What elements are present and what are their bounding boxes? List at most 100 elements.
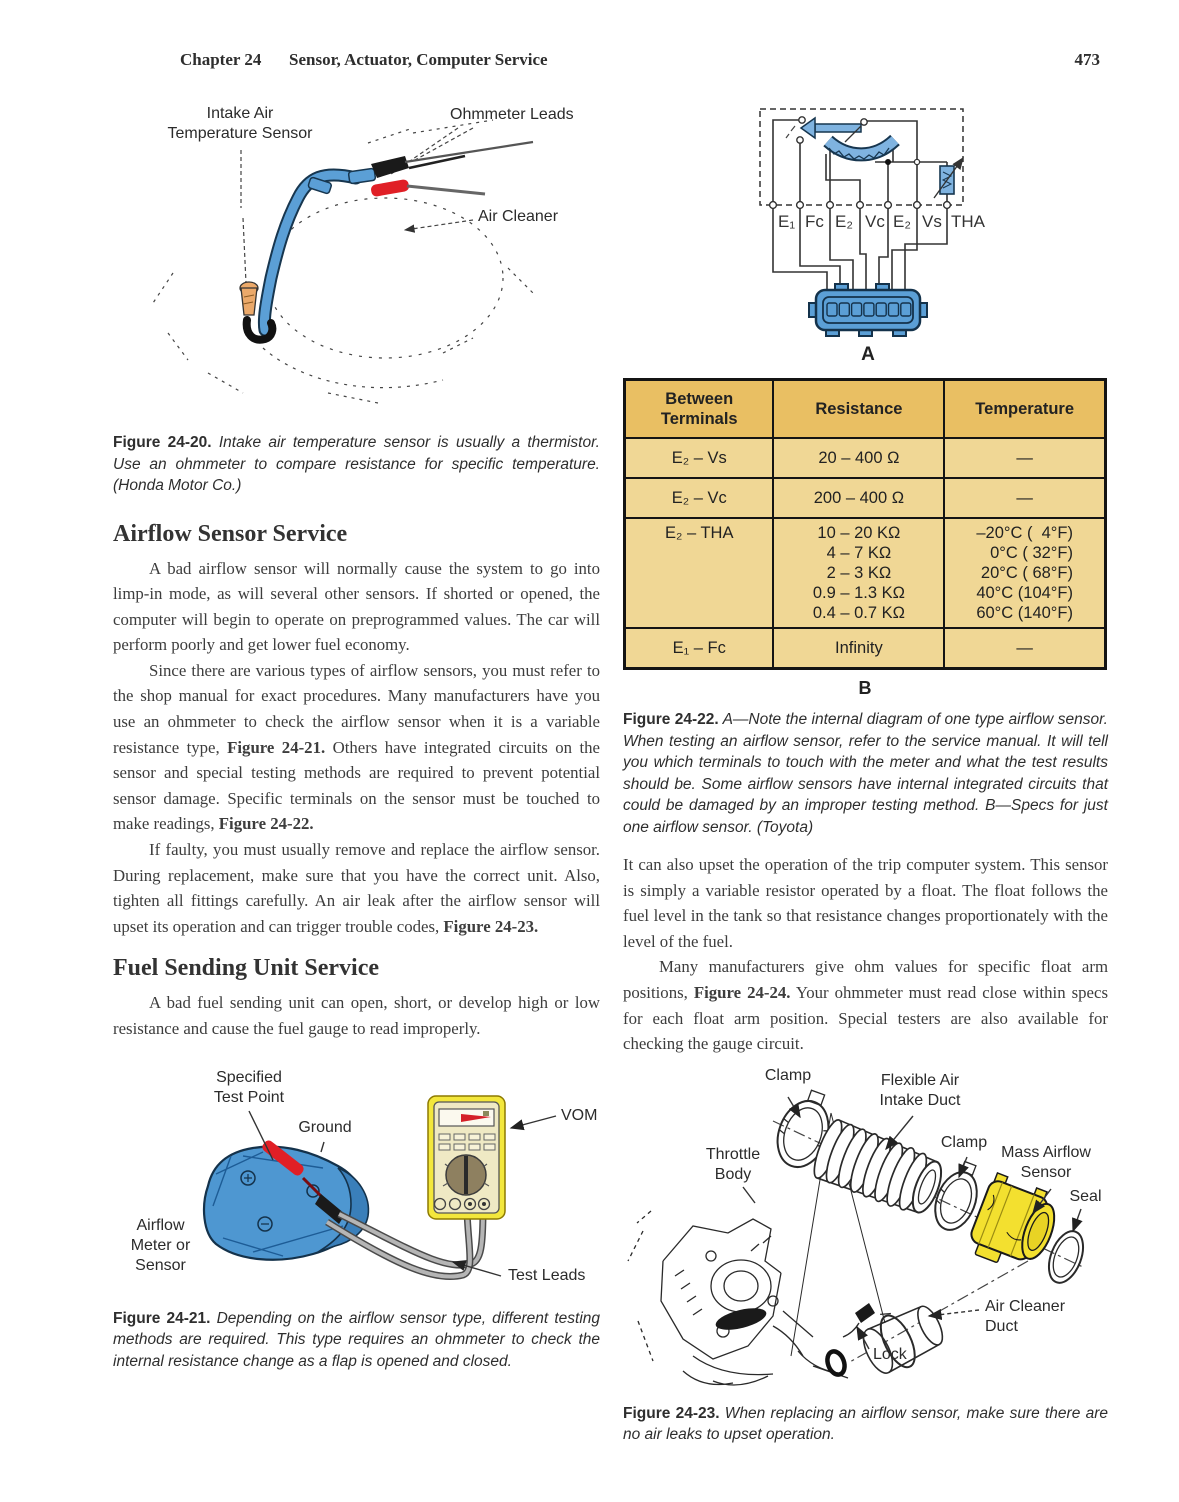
right-column: E₁ Fc E₂ Vc E₂ Vs THA: [623, 0, 1108, 1446]
figure-24-20-caption: Figure 24-20. Intake air temperature sen…: [113, 434, 600, 494]
test-leads-label: Test Leads: [508, 1266, 586, 1284]
throttle-body-label: Throttle Body: [705, 1145, 761, 1183]
clamp2-arrow: [958, 1156, 969, 1179]
vom-buttons: [438, 1133, 496, 1151]
potentiometer: [823, 134, 900, 162]
section-heading-airflow: Airflow Sensor Service: [113, 520, 348, 547]
switch: [785, 116, 806, 144]
cell-temperature: —: [943, 477, 1107, 519]
ground-label: Ground: [298, 1118, 352, 1136]
throttle-leader: [742, 1186, 756, 1204]
intake-air-sensor-illustration: [152, 119, 534, 404]
terminal-label: Vc: [865, 212, 885, 231]
vom-needle: [461, 1113, 491, 1122]
paragraph: Since there are various types of airflow…: [113, 660, 601, 834]
caption-number: Figure 24-20.: [113, 434, 212, 451]
air-cleaner-duct: [862, 1305, 944, 1374]
air-cleaner-outline: [266, 197, 504, 359]
mass-airflow-exploded-view: [627, 1089, 1086, 1386]
airflow-sensor-circuit-diagram: E₁ Fc E₂ Vc E₂ Vs THA: [759, 108, 986, 365]
table-header-row: Between Terminals Resistance Temperature: [623, 378, 1107, 439]
page-number: 473: [1074, 50, 1101, 69]
clamp1-arrow: [787, 1096, 801, 1118]
sensor-hose: [259, 170, 361, 335]
ohmmeter-leads-label: Ohmmeter Leads: [450, 106, 574, 123]
terminal-label: Vs: [922, 212, 942, 231]
paragraph: It can also upset the operation of the t…: [623, 855, 1108, 951]
flap-arrow: [799, 116, 868, 154]
cell-resistance: 20 – 400 Ω: [772, 437, 946, 479]
terminal-label: THA: [951, 212, 986, 231]
airflow-meter-vom-illustration: [202, 1094, 557, 1280]
chapter-title: Sensor, Actuator, Computer Service: [289, 50, 548, 69]
cell-resistance: 10 – 20 KΩ 4 – 7 KΩ 2 – 3 KΩ 0.9 – 1.3 K…: [812, 524, 905, 622]
mass-airflow-sensor: [970, 1171, 1056, 1263]
vom-meter: [427, 1094, 506, 1220]
airflow-meter-label: Airflow Meter or Sensor: [130, 1216, 191, 1274]
section-heading-fuel: Fuel Sending Unit Service: [113, 955, 380, 982]
caption-number: Figure 24-23.: [623, 1404, 720, 1422]
cell-temperature: —: [943, 627, 1107, 670]
subfigure-b-label: B: [858, 678, 872, 698]
clamp2-label: Clamp: [940, 1133, 988, 1151]
black-ohmmeter-clip: [371, 140, 534, 178]
paragraph: A bad airflow sensor will normally cause…: [113, 558, 600, 655]
table-row: E₂ – Vc 200 – 400 Ω —: [623, 477, 1107, 519]
red-test-probe: [262, 1140, 304, 1176]
cell-temperature: —: [943, 437, 1107, 479]
col-header-between-terminals: Between Terminals: [623, 378, 775, 439]
flexible-duct-label: Flexible Air Intake Duct: [879, 1071, 961, 1109]
resistance-spec-table: Between Terminals Resistance Temperature…: [623, 378, 1107, 670]
col-header-temperature: Temperature: [943, 378, 1107, 439]
thermistor: [933, 156, 964, 199]
terminal-wires: [772, 208, 948, 234]
figure-24-23-caption: Figure 24-23. When replacing an airflow …: [623, 1404, 1108, 1444]
table-row: E₂ – Vs 20 – 400 Ω —: [623, 437, 1107, 479]
terminal-label: E₂: [835, 212, 853, 231]
sketch-lines: [152, 119, 534, 404]
intake-air-temp-sensor-label: Intake Air Temperature Sensor: [167, 105, 313, 142]
intake-leader-line: [240, 150, 247, 284]
flexible-intake-duct: [813, 1118, 943, 1214]
figure-24-23-art: Clamp Flexible Air Intake Duct Clamp Mas…: [623, 1061, 1108, 1391]
caption-number: Figure 24-21.: [113, 1309, 211, 1327]
connector: [808, 283, 928, 337]
clamp1-label: Clamp: [764, 1066, 812, 1084]
table-row: E₁ – Fc Infinity —: [623, 627, 1107, 670]
cell-terminals: E₁ – Fc: [623, 627, 775, 670]
black-test-probe: [315, 1193, 345, 1224]
cell-temperature: –20°C ( 4°F) 0°C ( 32°F) 20°C ( 68°F) 40…: [976, 524, 1073, 622]
paragraph: If faulty, you must usually remove and r…: [113, 840, 600, 936]
left-column: Intake Air Temperature Sensor Ohmmeter L…: [113, 0, 600, 1372]
terminal-label: E₁: [778, 212, 795, 231]
red-ohmmeter-clip: [371, 179, 486, 197]
col-header-resistance: Resistance: [772, 378, 946, 439]
vom-label: VOM: [561, 1106, 598, 1124]
harness-wires: [772, 234, 948, 289]
airflow-meter: [202, 1145, 370, 1261]
table-row: E₂ – THA 10 – 20 KΩ 4 – 7 KΩ 2 – 3 KΩ 0.…: [623, 517, 1107, 629]
figure-24-21-art: Specified Test Point Ground VOM Airflow …: [113, 1056, 600, 1298]
subfigure-a-label: A: [861, 344, 875, 365]
terminal-pins: [768, 200, 952, 210]
cell-resistance: 200 – 400 Ω: [772, 477, 946, 519]
caption-number: Figure 24-22.: [623, 711, 719, 728]
ground-leader: [320, 1141, 325, 1152]
test-leads: [325, 1207, 487, 1280]
specified-test-point-leader: [248, 1110, 274, 1160]
chapter-label: Chapter 24: [180, 50, 262, 69]
vom-arrow: [509, 1114, 557, 1130]
cell-terminals: E₂ – THA: [623, 517, 775, 629]
intake-air-temp-sensor: [239, 281, 277, 344]
running-head: Chapter 24 Sensor, Actuator, Computer Se…: [0, 50, 1179, 74]
paragraph: Many manufacturers give ohm values for s…: [623, 957, 1108, 1054]
cell-resistance: Infinity: [772, 627, 946, 670]
flex-duct-arrow: [885, 1115, 914, 1150]
terminal-label: Fc: [805, 212, 824, 231]
terminal-label: E₂: [893, 212, 911, 231]
seal-arrow: [1072, 1208, 1083, 1233]
air-cleaner-arrow: [403, 219, 474, 233]
maf-label: Mass Airflow Sensor: [1001, 1143, 1091, 1181]
figure-24-20-art: Intake Air Temperature Sensor Ohmmeter L…: [113, 98, 600, 430]
